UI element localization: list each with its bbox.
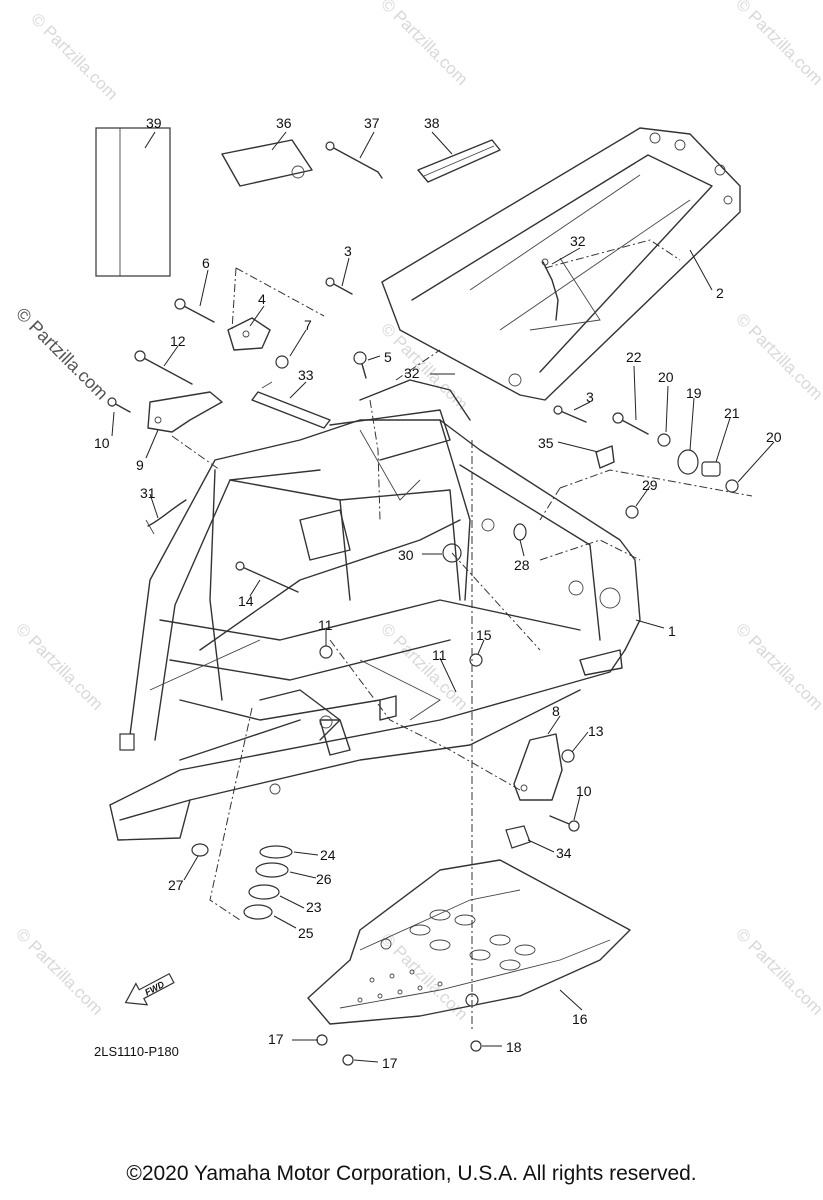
watermark: © Partzilla.com [377,619,471,713]
callout-label: 21 [724,405,740,421]
label-sheet-part [95,127,171,277]
bushing-parts [657,433,739,493]
callout-label: 20 [658,369,674,385]
watermark: © Partzilla.com [12,924,106,1018]
callout-label: 3 [586,389,594,405]
watermark: © Partzilla.com [732,309,823,403]
callout-label: 12 [170,333,186,349]
clip-part [595,445,639,519]
rear-frame-part [381,127,741,401]
callout-label: 22 [626,349,642,365]
callout-label: 30 [398,547,414,563]
callout-label: 3 [344,243,352,259]
callout-label: 1 [668,623,676,639]
callout-label: 9 [136,457,144,473]
bracket-eight-part [513,733,580,832]
ring-parts [243,845,293,920]
callout-label: 10 [576,783,592,799]
callout-label: 33 [298,367,314,383]
callout-label: 39 [146,115,162,131]
callout-layer: 39 36 37 38 32 2 3 6 4 7 5 32 12 33 22 2… [94,115,782,1071]
callout-label: 37 [364,115,380,131]
callout-label: 15 [476,627,492,643]
callout-label: 17 [268,1031,284,1047]
callout-label: 5 [384,349,392,365]
callout-label: 28 [514,557,530,573]
reference-lines [171,239,753,1030]
callout-label: 25 [298,925,314,941]
callout-label: 4 [258,291,266,307]
callout-label: 18 [506,1039,522,1055]
leader-lines [111,131,775,1063]
callout-label: 31 [140,485,156,501]
bracket-nine-part [107,391,223,433]
callout-label: 17 [382,1055,398,1071]
wire-band-part [145,499,187,535]
callout-label: 8 [552,703,560,719]
watermark: © Partzilla.com [12,304,112,404]
watermark: © Partzilla.com [732,619,823,713]
callout-label: 38 [424,115,440,131]
callout-label: 29 [642,477,658,493]
callout-label: 2 [716,285,724,301]
skid-plate-part [307,859,631,1025]
forward-arrow-icon: FWD [124,972,175,1006]
callout-label: 24 [320,847,336,863]
watermark: © Partzilla.com [377,319,471,413]
callout-label: 35 [538,435,554,451]
callout-label: 32 [570,233,586,249]
callout-label: 23 [306,899,322,915]
collar-part [191,843,209,857]
watermark: © Partzilla.com [377,0,471,89]
skid-bolt-parts [316,1034,482,1066]
diagram-code: 2LS1110-P180 [94,1044,179,1059]
callout-label: 26 [316,871,332,887]
callout-label: 7 [304,317,312,333]
rod-part [325,141,383,179]
callout-label: 13 [588,723,604,739]
bar-part [251,381,331,429]
callout-label: 20 [766,429,782,445]
main-frame-part [109,379,641,841]
strap-part [417,139,501,183]
wire-clip-part [541,258,559,321]
callout-label: 16 [572,1011,588,1027]
watermark: © Partzilla.com [27,9,121,103]
callout-label: 11 [318,617,333,633]
bracket-part [227,317,289,369]
callout-label: 32 [404,365,420,381]
callout-label: 34 [556,845,572,861]
watermark: © Partzilla.com [732,0,823,89]
callout-label: 14 [238,593,254,609]
callout-label: 6 [202,255,210,271]
watermark: © Partzilla.com [12,619,106,713]
copyright-footer: ©2020 Yamaha Motor Corporation, U.S.A. A… [126,1162,697,1185]
callout-label: 11 [432,647,447,663]
plate-part [221,139,313,187]
callout-label: 27 [168,877,184,893]
block-part [505,825,531,849]
callout-label: 36 [276,115,292,131]
bolt-five-part [353,351,367,379]
callout-label: 19 [686,385,702,401]
watermark: © Partzilla.com [732,924,823,1018]
callout-label: 10 [94,435,110,451]
